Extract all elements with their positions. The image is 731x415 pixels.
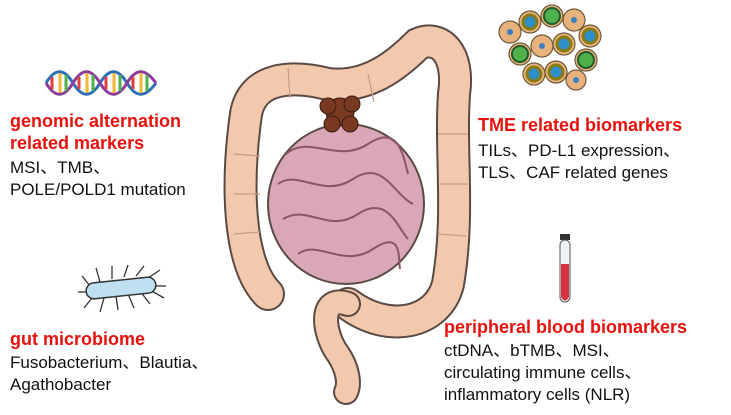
gut-line1: Fusobacterium、Blautia、 [10,353,209,372]
tme-markers-block: TME related biomarkers TILs、PD-L1 expres… [478,114,728,184]
blood-title: peripheral blood biomarkers [444,317,688,337]
blood-line2: circulating immune cells、 [444,363,642,382]
intestine-illustration [223,24,473,405]
tme-line2: TLS、CAF related genes [478,163,668,182]
genomic-line2: POLE/POLD1 mutation [10,180,186,199]
genomic-markers-block: genomic alternation related markers MSI、… [10,110,230,201]
blood-markers-block: peripheral blood biomarkers ctDNA、bTMB、M… [444,316,729,406]
blood-tube-icon [559,234,571,303]
dna-icon [44,70,158,96]
cell-cluster-icon [498,4,602,91]
tumor-mark [319,95,361,133]
genomic-line1: MSI、TMB、 [10,158,111,177]
genomic-title-line2: related markers [10,133,145,153]
tme-title: TME related biomarkers [478,115,683,135]
blood-line1: ctDNA、bTMB、MSI、 [444,341,620,360]
genomic-title-line1: genomic alternation [10,111,182,131]
blood-line3: inflammatory cells (NLR) [444,385,631,404]
gut-title: gut microbiome [10,329,146,349]
gut-microbiome-block: gut microbiome Fusobacterium、Blautia、 Ag… [10,328,250,396]
bacterium-icon [78,264,166,313]
gut-line2: Agathobacter [10,375,112,394]
tme-line1: TILs、PD-L1 expression、 [478,141,681,160]
